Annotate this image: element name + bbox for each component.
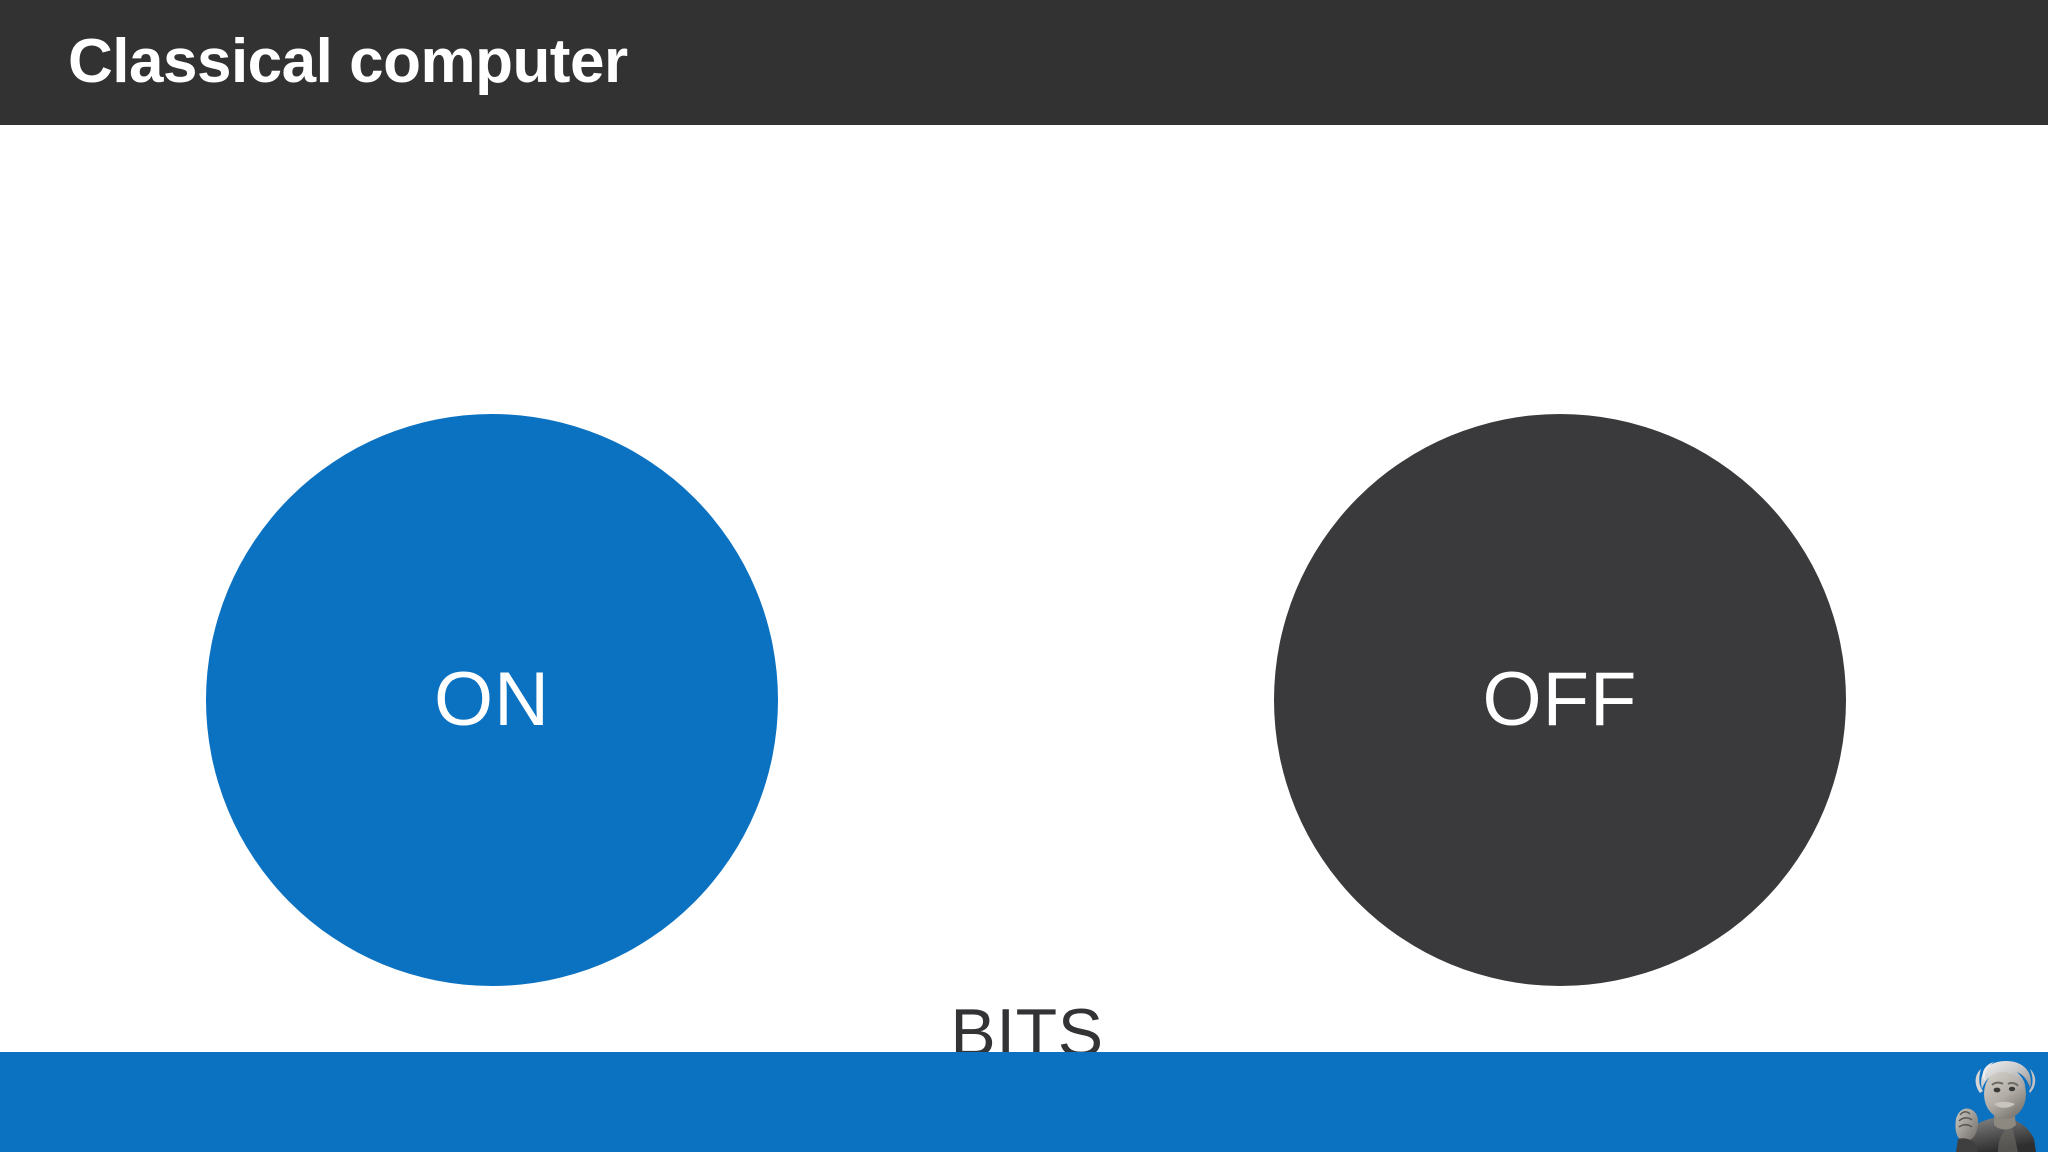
title-bar: Classical computer (0, 0, 2048, 125)
bit-state-off-label: OFF (1482, 657, 1638, 742)
bit-state-on[interactable]: ON (206, 414, 778, 986)
slide-body: ON OFF BITS (0, 125, 2048, 1071)
bit-state-on-label: ON (434, 657, 550, 742)
footer-bar (0, 1052, 2048, 1152)
bit-state-off[interactable]: OFF (1274, 414, 1846, 986)
page-title: Classical computer (68, 27, 628, 96)
einstein-photo-icon (1954, 1055, 2040, 1152)
